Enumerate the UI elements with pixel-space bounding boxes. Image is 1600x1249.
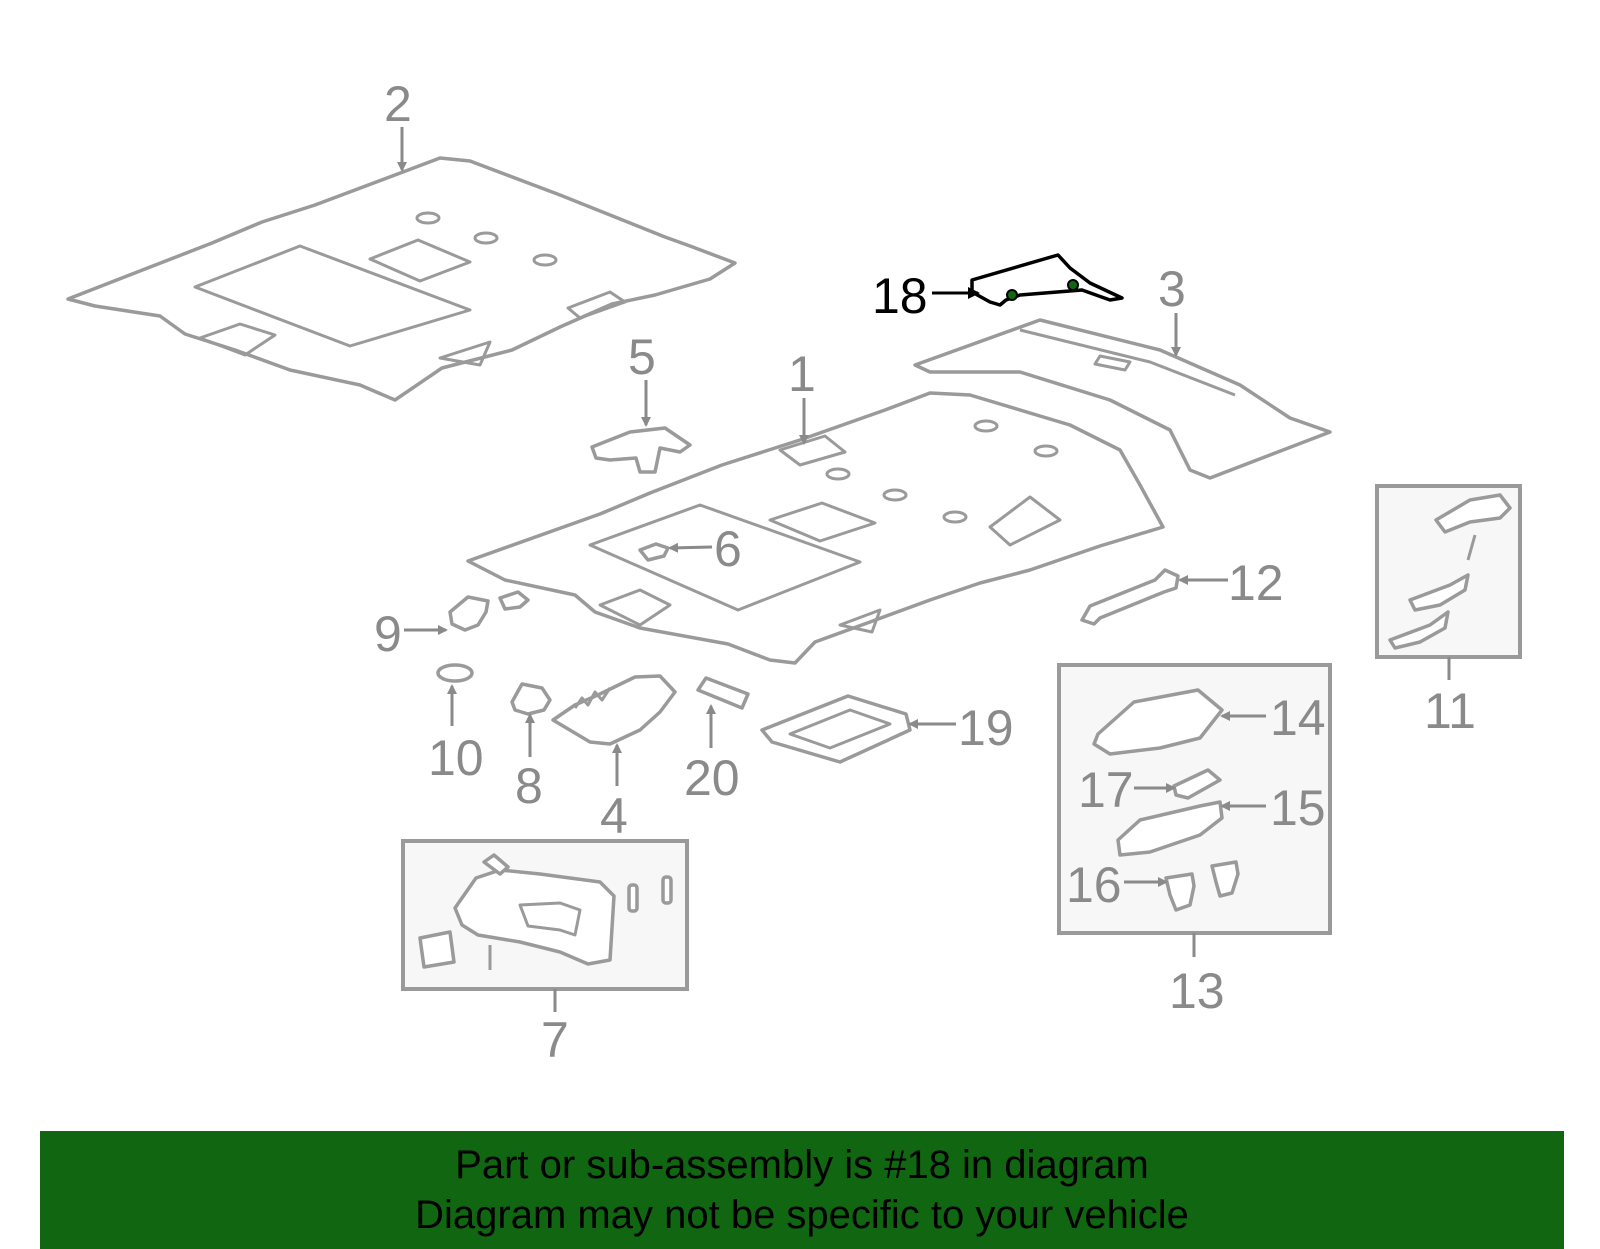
- label-16: 16: [1066, 857, 1122, 913]
- label-20: 20: [684, 750, 740, 806]
- part-3-rear-panel[interactable]: [913, 318, 1332, 480]
- part-1-headliner[interactable]: [466, 391, 1165, 665]
- part-18-hole-right: [1067, 279, 1079, 291]
- label-9: 9: [374, 606, 402, 662]
- part-12-handle[interactable]: [1080, 568, 1180, 626]
- part-9-clip[interactable]: [448, 590, 530, 632]
- label-6: 6: [714, 521, 742, 577]
- label-8: 8: [515, 758, 543, 814]
- info-banner: Part or sub-assembly is #18 in diagram D…: [40, 1131, 1564, 1249]
- label-3: 3: [1158, 261, 1186, 317]
- label-7: 7: [541, 1012, 569, 1068]
- label-15: 15: [1270, 780, 1326, 836]
- lead-6: [668, 542, 713, 553]
- label-1: 1: [788, 346, 816, 402]
- part-6-clip[interactable]: [638, 542, 670, 562]
- label-2: 2: [384, 76, 412, 132]
- label-14: 14: [1270, 690, 1326, 746]
- group-13-lamp-box[interactable]: [1057, 663, 1332, 935]
- part-8-bracket[interactable]: [510, 682, 552, 716]
- label-10: 10: [428, 730, 484, 786]
- label-17: 17: [1078, 762, 1134, 818]
- label-11: 11: [1424, 683, 1476, 739]
- banner-line-1: Part or sub-assembly is #18 in diagram: [455, 1143, 1149, 1187]
- label-4: 4: [600, 788, 628, 844]
- label-12: 12: [1228, 555, 1284, 611]
- part-18-bracket[interactable]: [970, 253, 1124, 307]
- part-20-trim[interactable]: [696, 676, 750, 710]
- banner-line-2: Diagram may not be specific to your vehi…: [415, 1193, 1189, 1237]
- label-18: 18: [872, 268, 928, 324]
- part-2-headliner[interactable]: [66, 156, 737, 402]
- part-5-bracket[interactable]: [590, 426, 692, 474]
- label-5: 5: [628, 329, 656, 385]
- group-7-sunvisor-box[interactable]: [401, 839, 689, 991]
- label-19: 19: [958, 700, 1014, 756]
- part-18-hole-left: [1006, 289, 1018, 301]
- part-10-cap[interactable]: [436, 663, 474, 683]
- part-19-console[interactable]: [760, 694, 912, 764]
- group-11-box[interactable]: [1375, 484, 1522, 659]
- part-4-console-cover[interactable]: [551, 674, 677, 746]
- label-13: 13: [1169, 963, 1225, 1019]
